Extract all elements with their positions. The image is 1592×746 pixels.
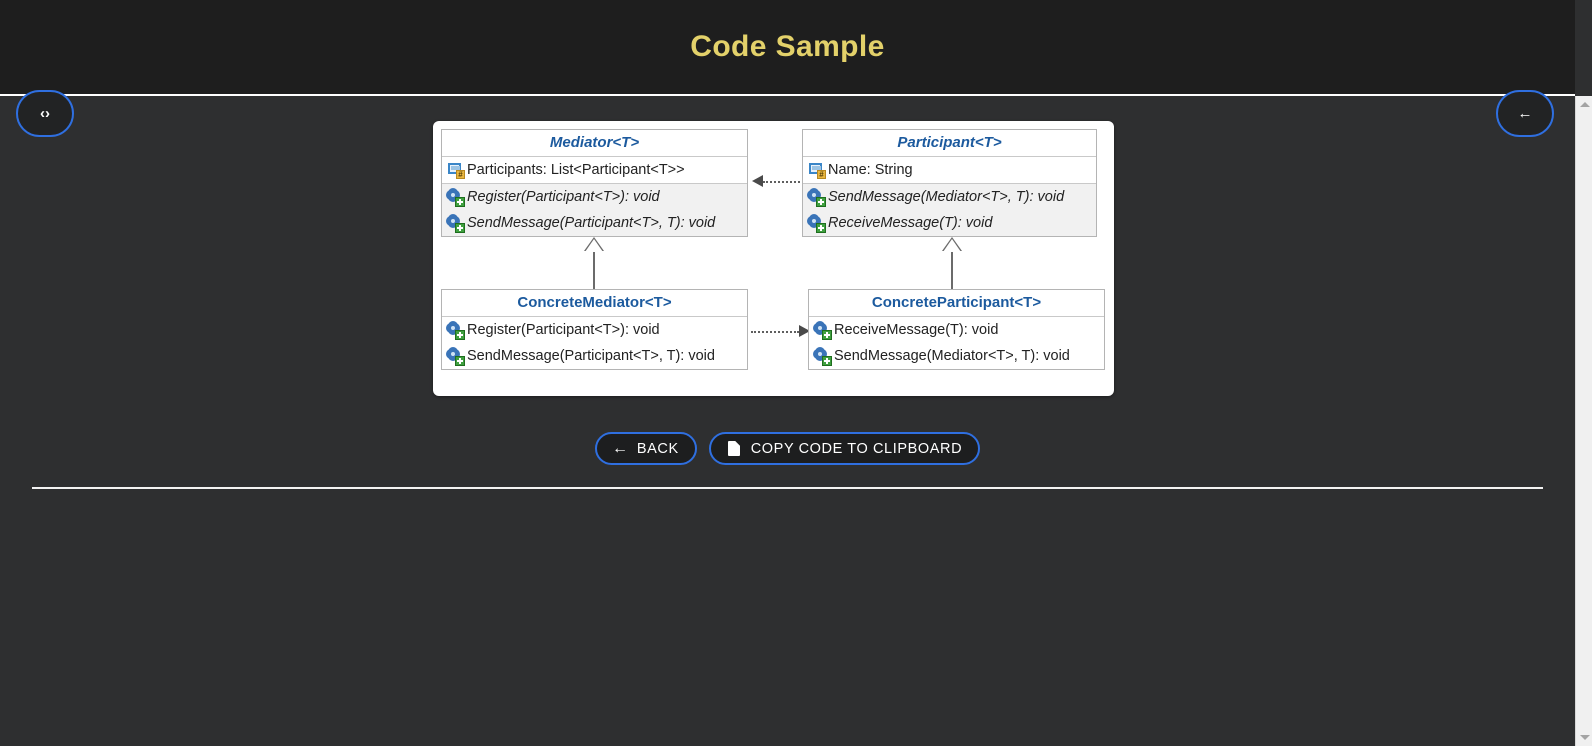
uml-field-label: Name: String bbox=[828, 162, 913, 178]
method-icon bbox=[808, 215, 826, 233]
uml-class-participant[interactable]: Participant<T> # Name: String SendM bbox=[802, 129, 1097, 237]
uml-field-section: # Name: String bbox=[803, 157, 1096, 184]
uml-class-title: ConcreteMediator<T> bbox=[442, 290, 747, 317]
method-icon bbox=[447, 215, 465, 233]
uml-class-title: Mediator<T> bbox=[442, 130, 747, 157]
uml-method-row: SendMessage(Mediator<T>, T): void bbox=[809, 343, 1104, 369]
uml-class-title: Participant<T> bbox=[803, 130, 1096, 157]
view-code-fab-button[interactable]: ‹› bbox=[16, 90, 74, 137]
method-icon bbox=[447, 348, 465, 366]
page-header: Code Sample bbox=[0, 0, 1575, 96]
action-button-bar: ← BACK COPY CODE TO CLIPBOARD bbox=[0, 432, 1575, 465]
relation-concretemediator-to-concreteparticipant bbox=[751, 331, 799, 333]
copy-code-button[interactable]: COPY CODE TO CLIPBOARD bbox=[708, 432, 981, 465]
relation-arrowhead-right bbox=[799, 325, 810, 337]
uml-field-label: Participants: List<Participant<T>> bbox=[467, 162, 685, 178]
uml-method-section: Register(Participant<T>): void SendMessa… bbox=[442, 184, 747, 236]
uml-field-row: # Participants: List<Participant<T>> bbox=[442, 157, 747, 183]
uml-method-row: SendMessage(Participant<T>, T): void bbox=[442, 210, 747, 236]
uml-method-label: SendMessage(Participant<T>, T): void bbox=[467, 348, 715, 364]
uml-method-label: SendMessage(Mediator<T>, T): void bbox=[828, 189, 1065, 205]
uml-method-section: ReceiveMessage(T): void SendMessage(Medi… bbox=[809, 317, 1104, 369]
relation-concretemediator-to-mediator bbox=[593, 249, 595, 303]
back-button[interactable]: ← BACK bbox=[594, 432, 697, 465]
method-icon bbox=[814, 322, 832, 340]
uml-method-label: ReceiveMessage(T): void bbox=[834, 322, 999, 338]
back-fab-button[interactable]: ← bbox=[1496, 90, 1554, 137]
method-icon bbox=[814, 348, 832, 366]
vertical-scrollbar[interactable] bbox=[1575, 96, 1592, 746]
relation-concreteparticipant-to-participant bbox=[951, 249, 953, 303]
uml-diagram-panel: Mediator<T> # Participants: List<Partici… bbox=[433, 121, 1114, 396]
uml-method-row: ReceiveMessage(T): void bbox=[803, 210, 1096, 236]
arrow-left-icon: ← bbox=[1517, 105, 1533, 122]
uml-method-label: ReceiveMessage(T): void bbox=[828, 215, 993, 231]
inheritance-arrowhead-right-fill bbox=[943, 239, 961, 252]
uml-method-row: Register(Participant<T>): void bbox=[442, 317, 747, 343]
uml-method-section: SendMessage(Mediator<T>, T): void Receiv… bbox=[803, 184, 1096, 236]
uml-method-label: SendMessage(Participant<T>, T): void bbox=[467, 215, 716, 231]
page-title: Code Sample bbox=[690, 30, 885, 63]
relation-participant-to-mediator bbox=[763, 181, 811, 183]
uml-method-label: Register(Participant<T>): void bbox=[467, 189, 660, 205]
section-divider bbox=[32, 487, 1543, 489]
document-icon bbox=[727, 441, 742, 457]
uml-method-label: SendMessage(Mediator<T>, T): void bbox=[834, 348, 1070, 364]
uml-class-mediator[interactable]: Mediator<T> # Participants: List<Partici… bbox=[441, 129, 748, 237]
scroll-down-arrow-icon[interactable] bbox=[1576, 729, 1592, 746]
uml-field-row: # Name: String bbox=[803, 157, 1096, 183]
method-icon bbox=[808, 189, 826, 207]
field-icon: # bbox=[808, 162, 826, 179]
copy-code-button-label: COPY CODE TO CLIPBOARD bbox=[750, 440, 963, 457]
uml-class-title: ConcreteParticipant<T> bbox=[809, 290, 1104, 317]
method-icon bbox=[447, 322, 465, 340]
back-button-label: BACK bbox=[636, 440, 679, 457]
arrow-left-icon: ← bbox=[612, 439, 629, 457]
method-icon bbox=[447, 189, 465, 207]
uml-field-section: # Participants: List<Participant<T>> bbox=[442, 157, 747, 184]
uml-method-row: ReceiveMessage(T): void bbox=[809, 317, 1104, 343]
uml-method-row: Register(Participant<T>): void bbox=[442, 184, 747, 210]
uml-method-section: Register(Participant<T>): void SendMessa… bbox=[442, 317, 747, 369]
relation-arrowhead-left bbox=[752, 175, 763, 187]
scroll-up-arrow-icon[interactable] bbox=[1576, 96, 1592, 113]
code-icon: ‹› bbox=[40, 105, 50, 122]
uml-method-row: SendMessage(Participant<T>, T): void bbox=[442, 343, 747, 369]
uml-class-concrete-mediator[interactable]: ConcreteMediator<T> Register(Participant… bbox=[441, 289, 748, 370]
field-icon: # bbox=[447, 162, 465, 179]
inheritance-arrowhead-left-fill bbox=[585, 239, 603, 252]
uml-class-concrete-participant[interactable]: ConcreteParticipant<T> ReceiveMessage(T)… bbox=[808, 289, 1105, 370]
uml-diagram-canvas: Mediator<T> # Participants: List<Partici… bbox=[433, 121, 1114, 396]
uml-method-label: Register(Participant<T>): void bbox=[467, 322, 660, 338]
uml-method-row: SendMessage(Mediator<T>, T): void bbox=[803, 184, 1096, 210]
